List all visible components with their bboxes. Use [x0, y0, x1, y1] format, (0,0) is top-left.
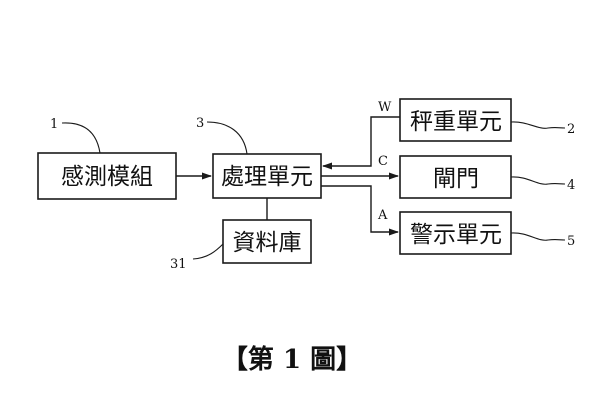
ref-number-2: 2	[567, 122, 575, 137]
leader-line-3	[206, 121, 248, 155]
leader-line-4	[510, 176, 566, 185]
leader-line-1	[61, 122, 101, 154]
ref-number-3: 3	[196, 116, 204, 131]
signal-label-a: A	[377, 208, 388, 223]
sensing-module-label: 感測模組	[61, 164, 153, 190]
ref-number-1: 1	[50, 117, 58, 132]
ref-number-5: 5	[567, 234, 575, 249]
database-label: 資料庫	[233, 230, 302, 256]
processing-unit-block: 處理單元	[212, 153, 322, 199]
weighing-unit-block: 秤重單元	[399, 98, 512, 142]
arrow-alarm-signal	[321, 185, 399, 236]
weighing-unit-label: 秤重單元	[410, 109, 502, 135]
ref-number-4: 4	[567, 178, 575, 193]
door-block: 閘門	[399, 155, 512, 199]
processing-unit-label: 處理單元	[221, 164, 313, 190]
door-label: 閘門	[433, 166, 479, 192]
alarm-unit-block: 警示單元	[399, 211, 512, 255]
leader-line-2	[510, 121, 566, 129]
signal-label-w: W	[378, 100, 392, 115]
figure-caption: 【第 1 圖】	[222, 344, 362, 375]
database-block: 資料庫	[222, 219, 312, 264]
sensing-module-block: 感測模組	[37, 152, 177, 200]
leader-line-31	[192, 243, 224, 260]
alarm-unit-label: 警示單元	[410, 222, 502, 248]
arrow-weight-signal	[322, 116, 400, 170]
signal-label-c: C	[378, 154, 388, 169]
leader-line-5	[510, 232, 566, 241]
ref-number-31: 31	[170, 257, 187, 272]
